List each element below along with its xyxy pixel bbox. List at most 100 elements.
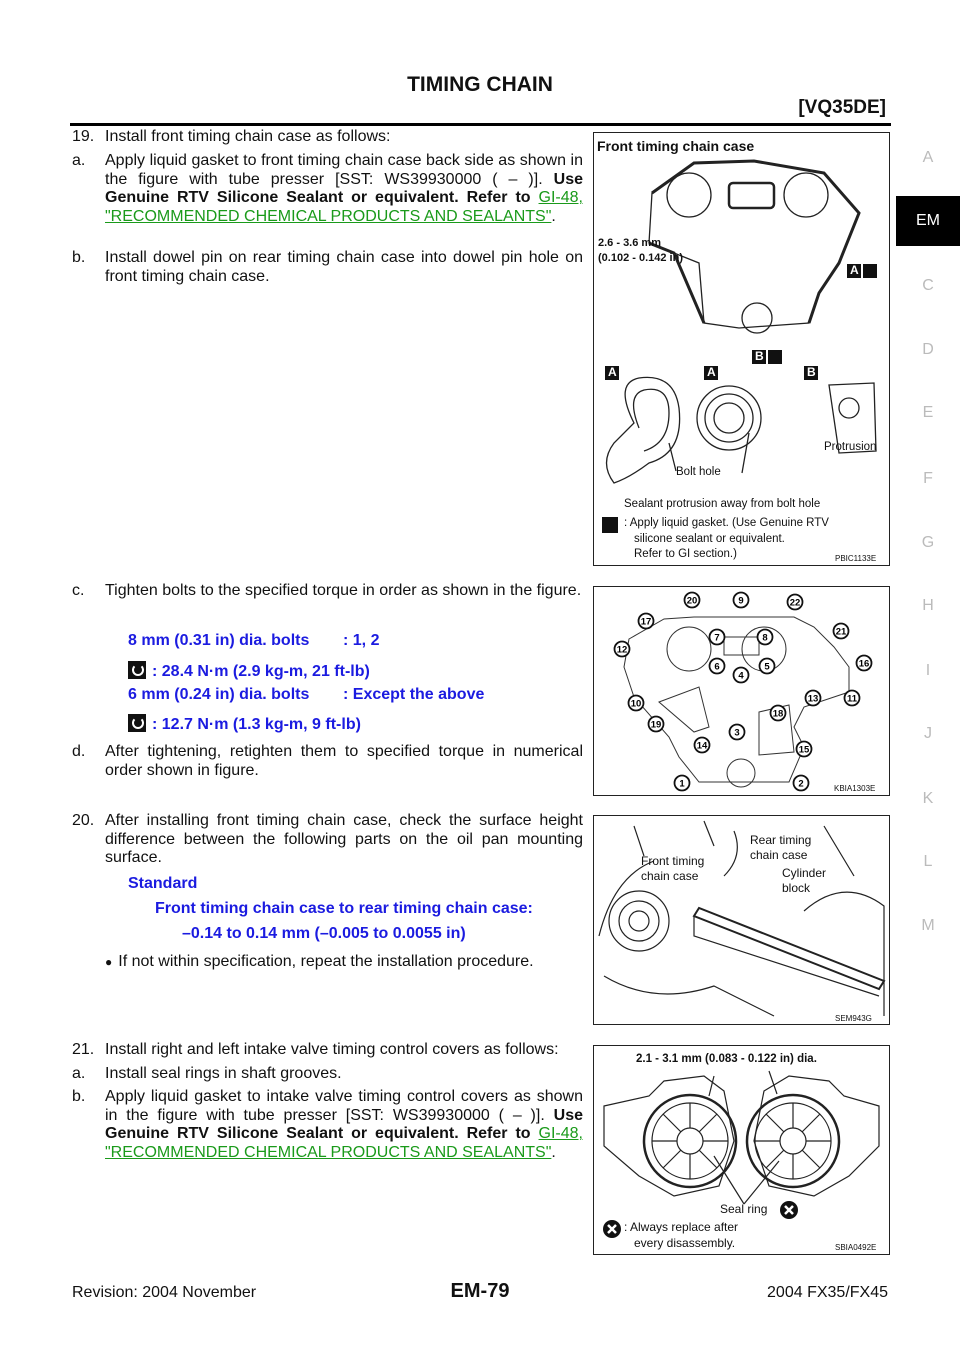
bolt-hole-label: Bolt hole [676, 466, 721, 478]
bullet-item: ● If not within specification, repeat the… [105, 953, 534, 972]
step-text: Apply liquid gasket to front timing chai… [105, 152, 583, 188]
side-tab-h[interactable]: H [922, 597, 934, 614]
figure-valve-timing-covers: 2.1 - 3.1 mm (0.083 - 0.122 in) dia. Sea… [593, 1045, 890, 1255]
bolt-marker-8 [756, 628, 774, 646]
period: . [551, 207, 556, 225]
step-text: Tighten bolts to the specified torque in… [105, 582, 582, 599]
sealant-link[interactable]: GI-48, "RECOMMENDED CHEMICAL PRODUCTS AN… [105, 189, 583, 225]
figure-id: KBIA1303E [834, 784, 876, 793]
step-text: After tightening, retighten them to spec… [105, 743, 583, 779]
bolt-marker-3 [728, 723, 746, 741]
side-tab-f[interactable]: F [923, 470, 933, 487]
bolt-number-14: 14 [697, 741, 708, 752]
sealant-link[interactable]: GI-48, "RECOMMENDED CHEMICAL PRODUCTS AN… [105, 1125, 583, 1161]
callout-a: A [850, 263, 859, 277]
side-tab-i[interactable]: I [925, 662, 931, 679]
cover-drawing [603, 1070, 880, 1238]
note-line: : Apply liquid gasket. (Use Genuine RTV [624, 517, 829, 529]
protrusion-label: Protrusion [824, 441, 877, 453]
header-rule [70, 123, 891, 126]
bolt-number-22: 22 [790, 598, 801, 609]
bolt-number-6: 6 [714, 662, 719, 673]
bolt-marker-12 [613, 640, 631, 658]
side-tab-e[interactable]: E [922, 404, 934, 421]
bolt-marker-19 [647, 715, 665, 733]
bolt-number-4: 4 [738, 671, 744, 682]
straightedge-drawing [598, 820, 886, 1017]
bolt-marker-4 [732, 666, 750, 684]
detail-a-label: A [608, 365, 617, 379]
side-tab-a[interactable]: A [922, 149, 934, 166]
detail-a-label: A [707, 365, 716, 379]
bolt-marker-22 [786, 593, 804, 611]
side-tab-l[interactable]: L [923, 853, 933, 870]
figure-surface-check: Rear timing chain case Front timing chai… [593, 815, 890, 1025]
bolt-number-15: 15 [799, 745, 810, 756]
step-text: Install right and left intake valve timi… [105, 1041, 559, 1058]
figure-front-timing-chain-case: Front timing chain case 2.6 - 3.6 mm (0.… [593, 132, 890, 566]
bolt-marker-9 [732, 591, 750, 609]
bullet-icon: ● [105, 955, 113, 969]
side-tab-m[interactable]: M [921, 917, 935, 934]
torque-value: : 28.4 N·m (2.9 kg-m, 21 ft-lb) [152, 663, 370, 680]
cylinder-block-label: block [782, 881, 811, 895]
rear-case-label: chain case [750, 848, 808, 862]
rear-case-label: Rear timing [750, 833, 812, 847]
bolt-number-1: 1 [679, 779, 685, 790]
step-text: Install seal rings in shaft grooves. [105, 1065, 342, 1082]
page-title: TIMING CHAIN [407, 73, 553, 96]
sealant-note: Use Genuine RTV Silicone Sealant or equi… [105, 1106, 583, 1143]
bolt-marker-14 [693, 736, 711, 754]
note-line: silicone sealant or equivalent. [634, 533, 785, 545]
side-tab-k[interactable]: K [922, 790, 934, 807]
bullet-text: If not within specification, repeat the … [118, 953, 534, 970]
step-letter: b. [72, 249, 86, 266]
bolt-number-3: 3 [734, 728, 739, 739]
bolt-marker-21 [832, 622, 850, 640]
bolt-6mm-label: 6 mm (0.24 in) dia. bolts [128, 686, 310, 703]
step-text: Install front timing chain case as follo… [105, 128, 391, 145]
bolt-number-19: 19 [651, 720, 662, 731]
spec-value: –0.14 to 0.14 mm (–0.005 to 0.0055 in) [182, 925, 466, 942]
bolt-marker-18 [769, 704, 787, 722]
dimension-mm: 2.6 - 3.6 mm [598, 237, 661, 249]
side-tab-em[interactable]: EM [896, 196, 960, 246]
bolt-marker-17 [637, 612, 655, 630]
engine-code: [VQ35DE] [798, 97, 886, 118]
side-tab-j[interactable]: J [924, 725, 932, 742]
bolt-marker-20 [683, 591, 701, 609]
side-tab-d[interactable]: D [922, 341, 934, 358]
bolt-marker-7 [708, 628, 726, 646]
note-line: : Always replace after [624, 1220, 739, 1234]
bolt-marker-13 [804, 689, 822, 707]
figure-id: SBIA0492E [835, 1243, 877, 1252]
liquid-gasket-icon [602, 517, 618, 533]
step-letter: d. [72, 743, 86, 760]
step-text: After installing front timing chain case… [105, 812, 583, 867]
bolt-marker-5 [758, 657, 776, 675]
bolt-marker-6 [708, 657, 726, 675]
bolt-number-9: 9 [738, 596, 743, 607]
period: . [551, 1143, 556, 1161]
bolt-number-11: 11 [847, 694, 858, 705]
bolt-number-21: 21 [836, 627, 847, 638]
bolt-number-20: 20 [687, 596, 698, 607]
bolt-number-2: 2 [798, 779, 803, 790]
step-letter: a. [72, 152, 86, 169]
figure-title: Front timing chain case [597, 138, 755, 154]
note-line: every disassembly. [634, 1236, 736, 1250]
bolt-number-17: 17 [641, 617, 652, 628]
step-text: Install dowel pin on rear timing chain c… [105, 249, 583, 285]
side-tab-c[interactable]: C [922, 277, 934, 294]
callout-b: B [755, 349, 764, 363]
detail-b-label: B [807, 365, 816, 379]
revision-text: Revision: 2004 November [72, 1284, 257, 1301]
chain-case-drawing [602, 159, 877, 533]
side-tab-g[interactable]: G [921, 534, 935, 551]
bolt-marker-10 [627, 694, 645, 712]
step-number: 21. [72, 1041, 95, 1058]
bolt-marker-11 [843, 689, 861, 707]
spec-label: Front timing chain case to rear timing c… [155, 900, 533, 917]
step-letter: b. [72, 1088, 86, 1105]
